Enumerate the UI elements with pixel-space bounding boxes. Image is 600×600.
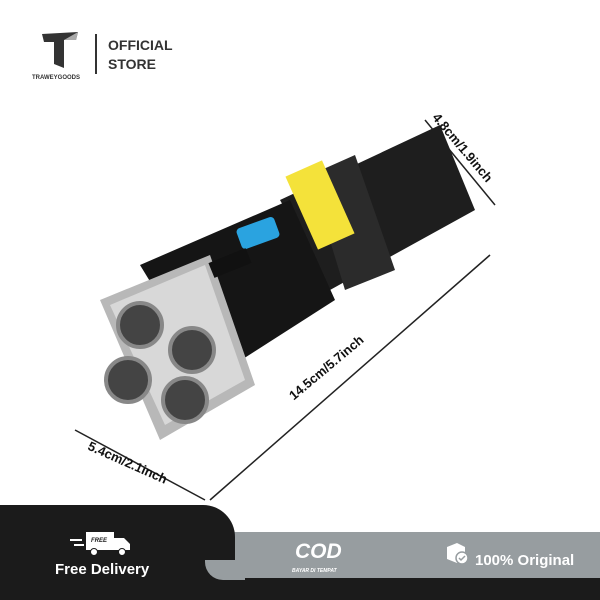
tab-curve xyxy=(205,560,245,580)
free-delivery-tab xyxy=(0,505,235,600)
delivery-truck-icon: FREE xyxy=(70,532,130,556)
free-delivery-label: Free Delivery xyxy=(55,561,150,578)
truck-label: FREE xyxy=(91,538,108,544)
cod-label: COD xyxy=(295,540,342,563)
led-lenses xyxy=(104,301,216,424)
brand-logo xyxy=(42,32,78,68)
box-check-icon xyxy=(447,543,469,565)
badge-band xyxy=(205,532,600,579)
brand-name: TRAWEYGOODS xyxy=(32,75,81,81)
header-divider xyxy=(95,34,97,74)
store-line-1: OFFICIAL xyxy=(108,37,173,53)
official-store-label: OFFICIAL STORE xyxy=(108,36,173,74)
original-label: 100% Original xyxy=(475,552,575,569)
cod-sublabel: BAYAR DI TEMPAT xyxy=(292,568,337,574)
store-line-2: STORE xyxy=(108,56,156,72)
